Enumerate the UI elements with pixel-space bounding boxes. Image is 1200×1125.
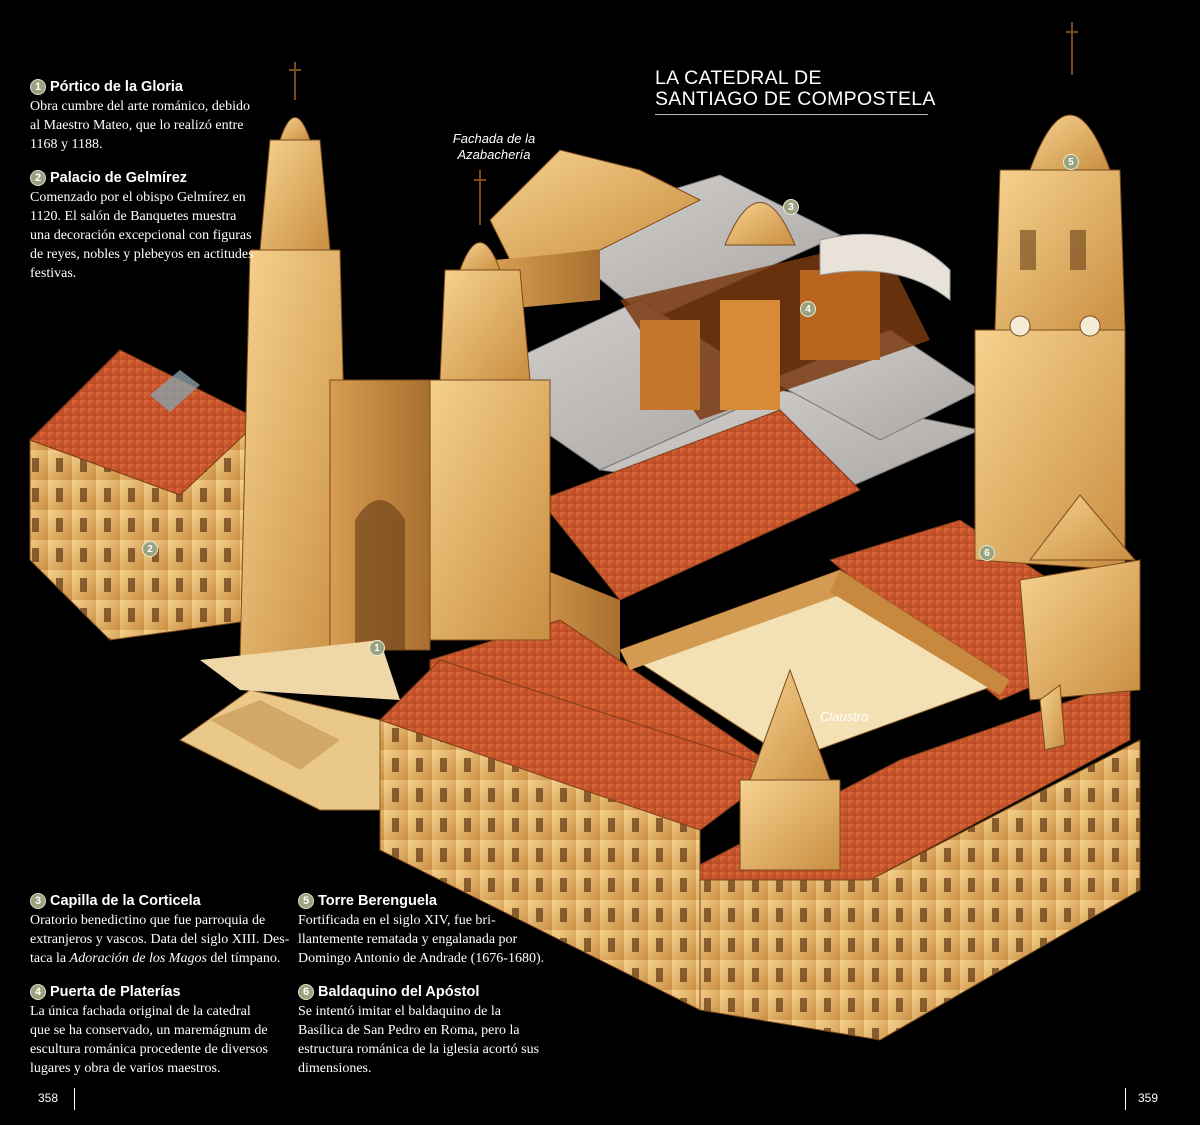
- number-badge: 4: [30, 984, 46, 1000]
- legend-entry-5: 5 Torre Berenguela Fortificada en el sig…: [298, 891, 553, 968]
- entry-heading: Capilla de la Corticela: [50, 893, 201, 909]
- map-badge-2: 2: [142, 541, 158, 557]
- title-line-1: LA CATEDRAL DE: [655, 67, 822, 89]
- emphasis-text: Adoración de los Magos: [69, 951, 207, 966]
- entry-line: 1168 y 1188.: [30, 137, 103, 152]
- entry-line: extranjeros y vascos. Data del siglo XII…: [30, 932, 290, 947]
- map-badge-5: 5: [1063, 154, 1079, 170]
- number-badge: 1: [30, 79, 46, 95]
- number-badge: 5: [298, 893, 314, 909]
- map-badge-6: 6: [979, 545, 995, 561]
- entry-description: Oratorio benedictino que fue parroquia d…: [30, 911, 290, 968]
- entry-line: que se ha conservado, un maremágnum de: [30, 1023, 268, 1038]
- entry-heading: Torre Berenguela: [318, 893, 437, 909]
- entry-heading: Pórtico de la Gloria: [50, 79, 183, 95]
- callout-azabacheria: Fachada de la Azabachería: [452, 131, 536, 162]
- obradoiro-stairs: [179, 640, 400, 811]
- page-number-right: 359: [1138, 1091, 1159, 1105]
- entry-heading: Puerta de Platerías: [50, 984, 181, 1000]
- page-title: LA CATEDRAL DE SANTIAGO DE COMPOSTELA: [655, 67, 936, 110]
- map-badge-4: 4: [800, 301, 816, 317]
- legend-entry-4: 4 Puerta de Platerías La única fachada o…: [30, 982, 280, 1078]
- title-line-2: SANTIAGO DE COMPOSTELA: [655, 88, 936, 110]
- entry-line: dimensiones.: [298, 1061, 372, 1076]
- legend-entry-3: 3 Capilla de la Corticela Oratorio bened…: [30, 891, 290, 968]
- palacio-gelmirez: [29, 349, 261, 641]
- entry-line: escultura románica procedente de diverso…: [30, 1042, 268, 1057]
- entry-line: La única fachada original de la catedral: [30, 1004, 251, 1019]
- entry-line: Basílica de San Pedro en Roma, pero la: [298, 1023, 520, 1038]
- entry-heading: Baldaquino del Apóstol: [318, 984, 480, 1000]
- legend-entry-1: 1 Pórtico de la Gloria Obra cumbre del a…: [30, 77, 290, 154]
- page-rule-left: [74, 1088, 75, 1110]
- entry-line: Se intentó imitar el baldaquino de la: [298, 1004, 501, 1019]
- entry-line: Fortificada en el siglo XIV, fue bri-: [298, 913, 496, 928]
- number-badge: 3: [30, 893, 46, 909]
- entry-line: Comenzado por el obispo Gelmírez en: [30, 190, 246, 205]
- entry-line: llantemente rematada y engalanada por: [298, 932, 518, 947]
- legend-entry-6: 6 Baldaquino del Apóstol Se intentó imit…: [298, 982, 553, 1078]
- map-badge-3: 3: [783, 199, 799, 215]
- page-number-left: 358: [38, 1091, 59, 1105]
- cutaway-interior: [620, 202, 951, 420]
- map-badge-1: 1: [369, 640, 385, 656]
- torre-berenguela: [974, 22, 1126, 571]
- legend-entry-2: 2 Palacio de Gelmírez Comenzado por el o…: [30, 168, 290, 283]
- entry-description: Obra cumbre del arte románico, debido al…: [30, 97, 290, 154]
- entry-description: Se intentó imitar el baldaquino de la Ba…: [298, 1002, 553, 1078]
- entry-line: festivas.: [30, 266, 77, 281]
- entry-line: de reyes, nobles y plebeyos en actitudes: [30, 247, 254, 262]
- entry-line: Oratorio benedictino que fue parroquia d…: [30, 913, 266, 928]
- entry-line: Obra cumbre del arte románico, debido: [30, 99, 251, 114]
- title-divider: [655, 114, 928, 115]
- south-facade: [379, 659, 1141, 1041]
- entry-line: taca la Adoración de los Magos del tímpa…: [30, 951, 281, 966]
- cloister-courtyard: [618, 569, 1012, 761]
- callout-claustro: Claustro: [820, 709, 869, 724]
- entry-line: estructura románica de la iglesia acortó…: [298, 1042, 540, 1057]
- clock-side-tower: [1019, 494, 1141, 701]
- cloister-tower: [739, 668, 1066, 871]
- entry-description: Comenzado por el obispo Gelmírez en 1120…: [30, 188, 290, 283]
- number-badge: 2: [30, 170, 46, 186]
- number-badge: 6: [298, 984, 314, 1000]
- entry-line: 1120. El salón de Banquetes muestra: [30, 209, 237, 224]
- entry-line: al Maestro Mateo, que lo realizó entre: [30, 118, 244, 133]
- entry-heading: Palacio de Gelmírez: [50, 170, 188, 186]
- page-rule-right: [1125, 1088, 1126, 1110]
- entry-line: una decoración excepcional con figuras: [30, 228, 252, 243]
- entry-line: lugares y obra de varios maestros.: [30, 1061, 221, 1076]
- entry-line: Domingo Antonio de Andrade (1676-1680).: [298, 951, 545, 966]
- entry-description: La única fachada original de la catedral…: [30, 1002, 280, 1078]
- obradoiro-towers: [239, 62, 551, 661]
- entry-description: Fortificada en el siglo XIV, fue bri- ll…: [298, 911, 553, 968]
